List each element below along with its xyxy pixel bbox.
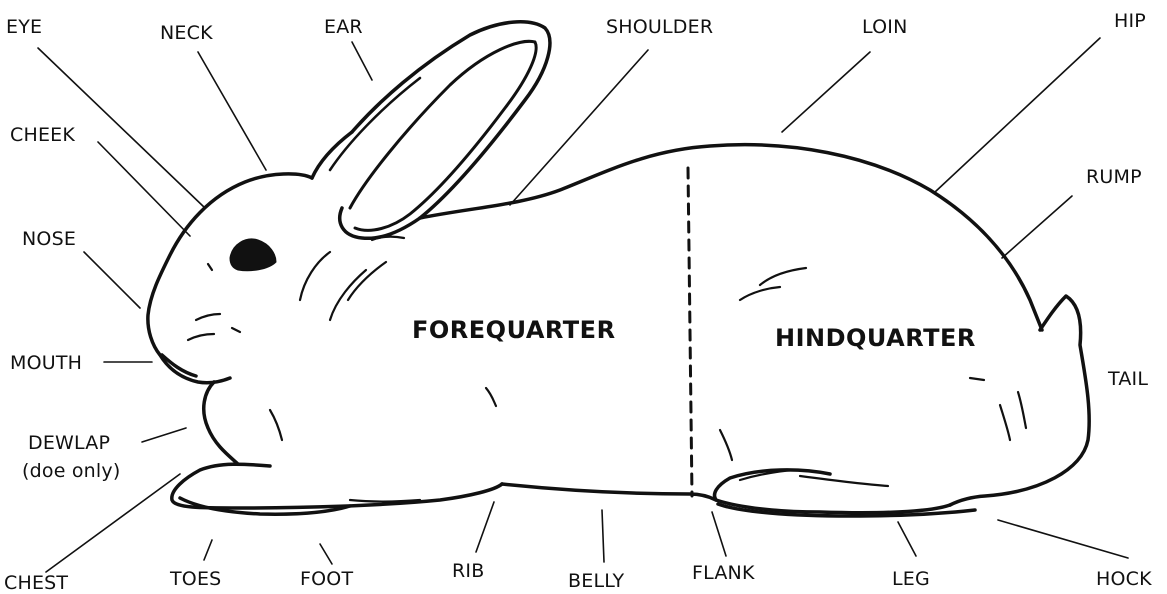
hindquarter-label: HINDQUARTER	[775, 324, 976, 352]
leader-dewlap	[142, 428, 186, 442]
leader-leg	[898, 522, 916, 556]
label-leg: LEG	[892, 568, 930, 590]
label-rib: RIB	[452, 560, 484, 582]
leader-rib	[476, 502, 494, 552]
label-hip: HIP	[1114, 10, 1146, 32]
forequarter-label: FOREQUARTER	[412, 316, 616, 344]
leader-flank	[712, 512, 726, 556]
leader-belly	[602, 510, 604, 562]
label-mouth: MOUTH	[10, 352, 82, 374]
ear-outer	[340, 22, 550, 238]
label-dewlap-note: (doe only)	[22, 460, 120, 482]
leader-neck	[198, 52, 266, 170]
neck-line	[312, 132, 352, 178]
leader-hock	[998, 520, 1128, 558]
leader-loin	[782, 52, 870, 132]
label-foot: FOOT	[300, 568, 353, 590]
label-eye: EYE	[6, 16, 42, 38]
label-toes: TOES	[170, 568, 221, 590]
label-ear: EAR	[324, 16, 363, 38]
leader-nose	[84, 252, 140, 308]
label-loin: LOIN	[862, 16, 907, 38]
label-chest: CHEST	[4, 572, 68, 594]
label-tail: TAIL	[1108, 368, 1148, 390]
eye-shape	[230, 239, 276, 271]
leader-hip	[935, 38, 1100, 192]
label-shoulder: SHOULDER	[606, 16, 713, 38]
belly-outline	[502, 484, 716, 500]
head-outline	[148, 174, 312, 383]
leader-chest	[46, 474, 180, 572]
leader-toes	[204, 540, 212, 560]
label-flank: FLANK	[692, 562, 755, 584]
label-hock: HOCK	[1096, 568, 1152, 590]
leader-cheek	[98, 142, 190, 236]
back-outline	[420, 145, 1042, 330]
label-neck: NECK	[160, 22, 213, 44]
label-nose: NOSE	[22, 228, 76, 250]
leader-rump	[1002, 196, 1072, 258]
leader-ear	[352, 42, 372, 80]
chest-outline	[204, 382, 238, 464]
leader-foot	[320, 544, 332, 564]
label-cheek: CHEEK	[10, 124, 75, 146]
ear-back	[330, 78, 420, 170]
label-rump: RUMP	[1086, 166, 1142, 188]
label-belly: BELLY	[568, 570, 624, 592]
label-dewlap: DEWLAP	[28, 432, 110, 454]
quarter-divider	[688, 168, 692, 496]
forefoot-outline	[172, 464, 502, 508]
